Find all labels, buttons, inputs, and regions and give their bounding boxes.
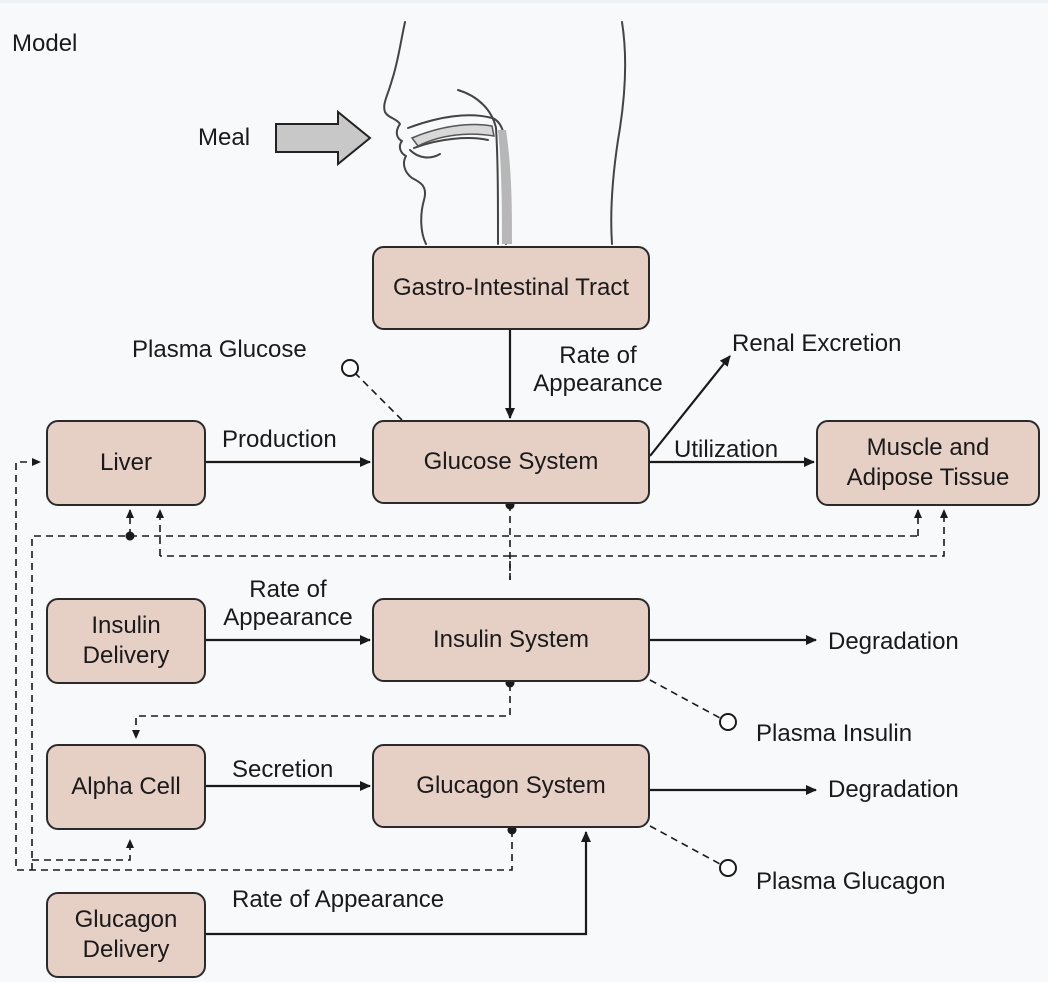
insulin-to-alpha-feedback	[136, 684, 510, 738]
glucagon-delivery-label: Glucagon Delivery	[56, 905, 196, 965]
glucagon-degradation-label: Degradation	[828, 776, 959, 804]
insulin-delivery-box: Insulin Delivery	[46, 598, 206, 684]
plasma-glucose-probe	[356, 374, 402, 420]
secretion-label: Secretion	[232, 756, 333, 784]
glucagon-delivery-arrow	[206, 832, 586, 934]
renal-excretion-label: Renal Excretion	[732, 330, 901, 358]
plasma-insulin-probe	[650, 680, 720, 718]
liver-junction-dot	[126, 532, 135, 541]
plasma-insulin-label: Plasma Insulin	[756, 720, 912, 748]
gastro-intestinal-tract-box: Gastro-Intestinal Tract	[372, 246, 650, 330]
insulin-system-box: Insulin System	[372, 598, 650, 682]
diagram-title: Model	[12, 30, 77, 58]
glucagon-system-label: Glucagon System	[416, 771, 605, 801]
plasma-insulin-probe-icon	[720, 714, 736, 730]
plasma-glucagon-label: Plasma Glucagon	[756, 868, 945, 896]
plasma-glucagon-probe	[650, 826, 720, 864]
glucagon-delivery-box: Glucagon Delivery	[46, 892, 206, 978]
insulin-rate-of-appearance-label: Rate of Appearance	[208, 576, 368, 632]
plasma-glucagon-probe-icon	[720, 860, 736, 876]
meal-arrow-icon	[276, 112, 370, 164]
glucagon-rate-of-appearance-label: Rate of Appearance	[232, 886, 444, 914]
glucose-system-label: Glucose System	[424, 447, 599, 477]
gastro-intestinal-tract-label: Gastro-Intestinal Tract	[393, 273, 629, 303]
plasma-glucose-label: Plasma Glucose	[132, 336, 307, 364]
glucagon-system-box: Glucagon System	[372, 744, 650, 828]
insulin-degradation-label: Degradation	[828, 628, 959, 656]
alpha-cell-box: Alpha Cell	[46, 744, 206, 830]
meal-label: Meal	[198, 124, 250, 152]
muscle-adipose-box: Muscle and Adipose Tissue	[816, 420, 1040, 506]
liver-label: Liver	[100, 448, 152, 478]
glucose-system-box: Glucose System	[372, 420, 650, 504]
gi-rate-of-appearance-label: Rate of Appearance	[518, 342, 678, 398]
liver-box: Liver	[46, 420, 206, 506]
insulin-delivery-label: Insulin Delivery	[56, 611, 196, 671]
production-label: Production	[222, 426, 337, 454]
insulin-system-label: Insulin System	[433, 625, 589, 655]
insulin-loop-to-muscle	[510, 510, 944, 556]
glucose-to-alpha-cell-bottom	[32, 840, 130, 860]
utilization-label: Utilization	[674, 436, 778, 464]
plasma-glucose-probe-icon	[342, 360, 358, 376]
muscle-adipose-label: Muscle and Adipose Tissue	[826, 433, 1030, 493]
alpha-cell-label: Alpha Cell	[71, 772, 180, 802]
